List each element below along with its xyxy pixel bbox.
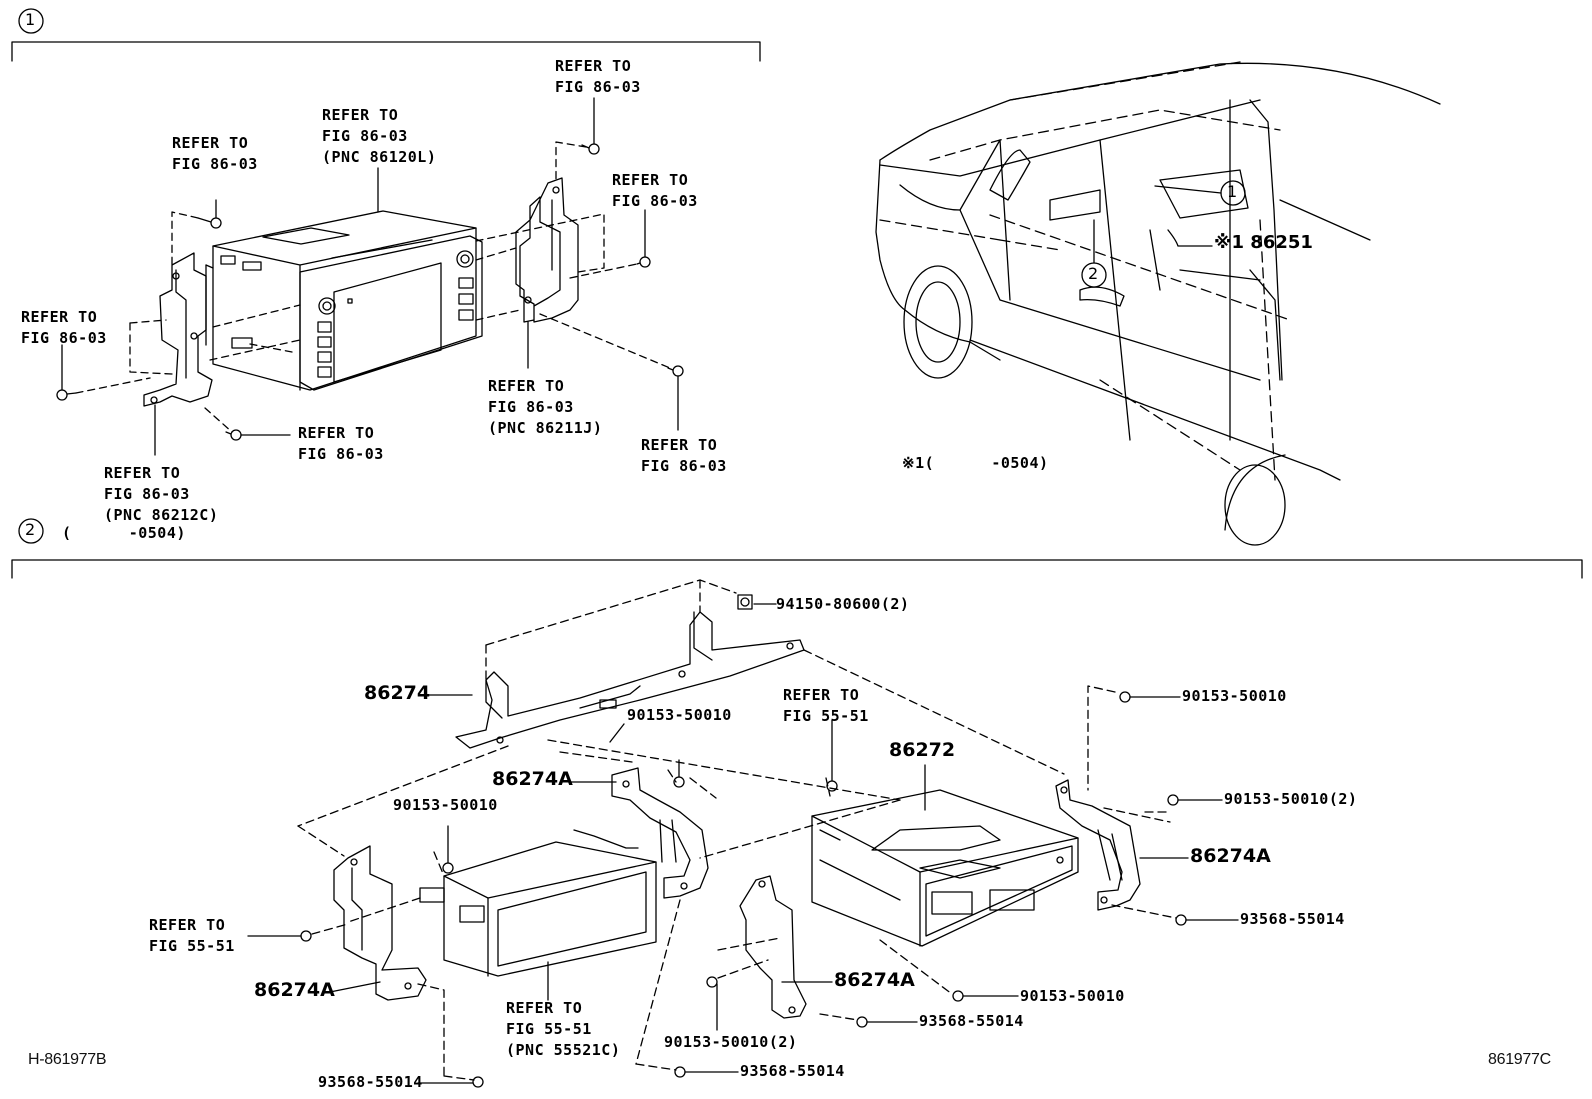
section-2-leaders: [248, 604, 1238, 1083]
bolt-s1-b: [582, 144, 599, 154]
section-1-leaders: [62, 98, 678, 455]
bolt-s2-b: [827, 781, 837, 791]
part-86274A-upper: 86274A: [492, 768, 573, 790]
bolt-s2-k: [473, 1077, 483, 1087]
bolt-s2-h: [707, 977, 717, 987]
bracket-mid-86274A: [612, 768, 708, 898]
part-90153-right-qty2: 90153-50010(2): [1224, 790, 1358, 808]
vehicle-hidden-lines: [880, 62, 1290, 480]
callout-refer-a: REFER TO FIG 86-03: [172, 134, 258, 173]
vehicle-callouts: [1082, 181, 1245, 287]
bolt-s2-e: [443, 863, 453, 873]
bolt-s2-g: [1176, 915, 1186, 925]
part-90153-bottom-right: 90153-50010: [1020, 987, 1125, 1005]
bolt-s1-d: [57, 390, 76, 400]
vehicle-outline: [876, 63, 1440, 545]
callout-refer-h: REFER TO FIG 86-03 (PNC 86211J): [488, 377, 603, 437]
part-86272: 86272: [889, 739, 956, 761]
part-93568-bottom-mid: 93568-55014: [740, 1062, 845, 1080]
part-90153-left: 90153-50010: [393, 796, 498, 814]
cd-changer-86272: [812, 790, 1078, 946]
section-1-frame: [12, 9, 760, 61]
callout-refer-f: REFER TO FIG 86-03: [298, 424, 384, 463]
part-86274A-mid: 86274A: [834, 969, 915, 991]
vehicle-note-footer: ※1( -0504): [902, 454, 1049, 472]
callout-refer-g: REFER TO FIG 86-03 (PNC 86212C): [104, 464, 219, 524]
vehicle-callout-2-number: 2: [1088, 264, 1099, 283]
left-mounting-bracket: [144, 253, 212, 406]
bracket-right-86274A: [1056, 780, 1140, 910]
bracket-bottom-86274A: [740, 876, 806, 1018]
callout-refer-c: REFER TO FIG 86-03: [555, 57, 641, 96]
callout-refer-fig55-left: REFER TO FIG 55-51: [149, 916, 235, 955]
part-86274: 86274: [364, 682, 431, 704]
nut-94150: [738, 595, 752, 609]
callout-refer-b: REFER TO FIG 86-03 (PNC 86120L): [322, 106, 437, 166]
part-93568-bottom-left: 93568-55014: [318, 1073, 423, 1091]
navigation-receiver-unit: [206, 211, 482, 390]
bolt-s2-f: [301, 931, 311, 941]
bolt-s1-f: [668, 366, 683, 376]
vehicle-note-label: ※1 86251: [1214, 232, 1313, 253]
vehicle-callout-1-number: 1: [1227, 182, 1238, 201]
part-93568-mid: 93568-55014: [919, 1012, 1024, 1030]
section-2-dashed-leaders: [298, 580, 1176, 1080]
callout-refer-d: REFER TO FIG 86-03: [612, 171, 698, 210]
figure-code-left: H-861977B: [28, 1051, 107, 1068]
right-mounting-bracket: [516, 178, 578, 322]
section-2-range-note: ( -0504): [62, 524, 186, 542]
upper-bracket-86274: [456, 612, 804, 748]
bolt-s1-e: [226, 430, 241, 440]
bolt-s2-c: [1120, 692, 1130, 702]
part-90153-top-right: 90153-50010: [1182, 687, 1287, 705]
bracket-left-86274A: [334, 846, 426, 1000]
part-90153-top-mid: 90153-50010: [627, 706, 732, 724]
part-93568-right: 93568-55014: [1240, 910, 1345, 928]
part-94150-80600: 94150-80600(2): [776, 595, 910, 613]
callout-refer-i: REFER TO FIG 86-03: [641, 436, 727, 475]
section-1-dashed-leaders: [76, 142, 670, 432]
bolt-s1-a: [198, 218, 221, 228]
callout-refer-fig55-top: REFER TO FIG 55-51: [783, 686, 869, 725]
part-86274A-right: 86274A: [1190, 845, 1271, 867]
figure-code-right: 861977C: [1488, 1051, 1551, 1068]
section-2-frame: [12, 519, 1582, 578]
bolt-s2-i: [953, 991, 963, 1001]
bolt-s2-l: [675, 1067, 685, 1077]
bolt-s2-d: [1168, 795, 1178, 805]
bolt-s2-j: [857, 1017, 867, 1027]
part-86274A-left: 86274A: [254, 979, 335, 1001]
pocket-tray: [420, 830, 656, 976]
callout-refer-e: REFER TO FIG 86-03: [21, 308, 107, 347]
part-90153-bottom-qty2: 90153-50010(2): [664, 1033, 798, 1051]
section-1-marker-number: 1: [25, 10, 36, 29]
bolt-s1-c: [637, 257, 650, 267]
callout-refer-fig55-bottom: REFER TO FIG 55-51 (PNC 55521C): [506, 999, 621, 1059]
section-2-marker-number: 2: [25, 520, 36, 539]
